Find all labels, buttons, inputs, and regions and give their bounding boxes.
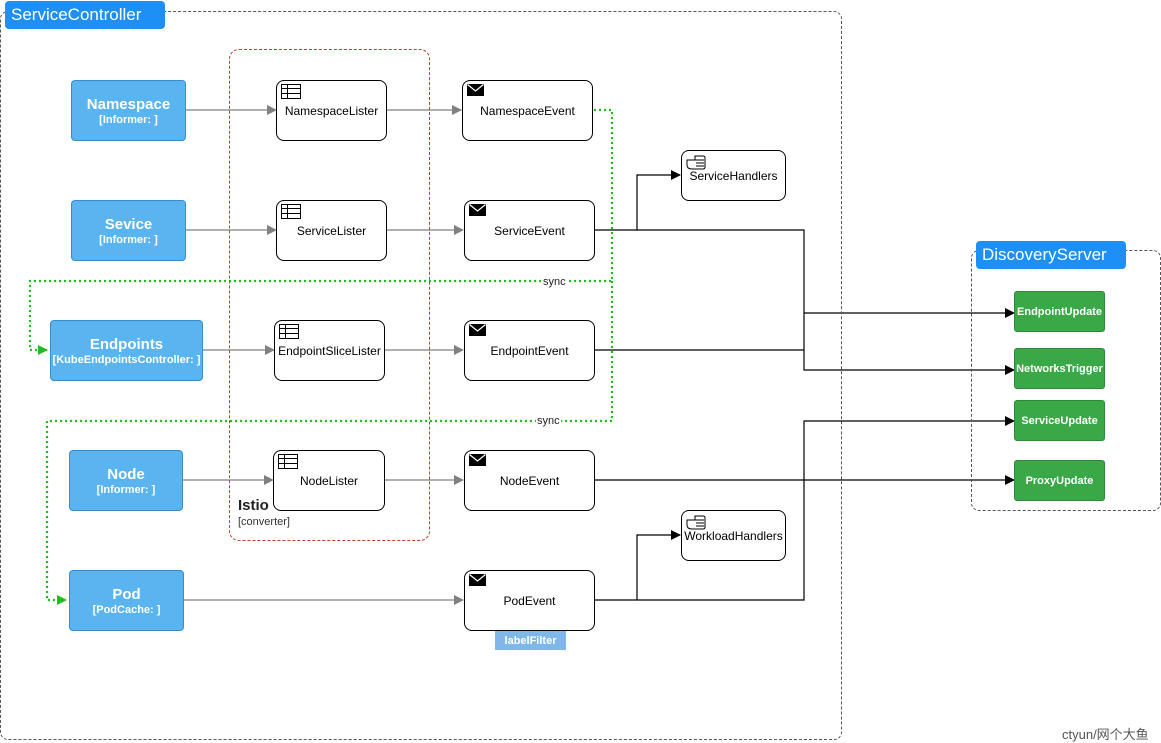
source-name: Namespace bbox=[86, 95, 171, 113]
label-filter-tag: labelFilter bbox=[495, 631, 566, 650]
service-controller-title: ServiceController bbox=[5, 1, 165, 29]
istio-title: Istio bbox=[238, 497, 269, 514]
source-type: [Informer: ] bbox=[99, 113, 158, 126]
source-to-lister-arrows bbox=[183, 105, 464, 605]
endpoints-controller[interactable]: Endpoints [KubeEndpointsController: ] bbox=[50, 320, 203, 381]
source-type: [PodCache: ] bbox=[92, 603, 161, 616]
envelope-icon bbox=[467, 84, 484, 96]
service-controller-frame bbox=[0, 11, 842, 740]
pod-cache[interactable]: Pod [PodCache: ] bbox=[69, 570, 184, 631]
source-type: [Informer: ] bbox=[96, 483, 156, 496]
namespace-lister[interactable]: NamespaceLister bbox=[276, 80, 387, 141]
pod-event[interactable]: PodEvent bbox=[464, 570, 595, 631]
node-event[interactable]: NodeEvent bbox=[464, 450, 595, 511]
lister-label: NamespaceLister bbox=[284, 103, 379, 118]
table-icon bbox=[279, 324, 299, 339]
handler-label: ServiceHandlers bbox=[689, 168, 778, 183]
endpoint-slice-lister[interactable]: EndpointSliceLister bbox=[274, 320, 385, 381]
source-name: Sevice bbox=[104, 215, 153, 233]
workload-handlers[interactable]: WorkloadHandlers bbox=[681, 510, 786, 561]
sync-lines bbox=[28, 108, 614, 605]
source-type: [KubeEndpointsController: ] bbox=[52, 353, 201, 366]
envelope-icon bbox=[469, 454, 486, 466]
envelope-icon bbox=[469, 574, 486, 586]
lister-label: NodeLister bbox=[299, 473, 359, 488]
source-type: [Informer: ] bbox=[99, 233, 158, 246]
lister-to-event-arrows bbox=[385, 105, 464, 485]
lister-label: EndpointSliceLister bbox=[278, 343, 381, 358]
service-update[interactable]: ServiceUpdate bbox=[1014, 400, 1105, 441]
namespace-informer[interactable]: Namespace [Informer: ] bbox=[71, 80, 186, 141]
event-label: PodEvent bbox=[503, 593, 556, 608]
node-informer[interactable]: Node [Informer: ] bbox=[69, 450, 183, 511]
service-lister[interactable]: ServiceLister bbox=[276, 200, 387, 261]
source-name: Endpoints bbox=[89, 335, 164, 353]
event-label: NodeEvent bbox=[499, 473, 560, 488]
table-icon bbox=[281, 204, 301, 219]
sync-label: sync bbox=[536, 415, 561, 427]
namespace-event[interactable]: NamespaceEvent bbox=[462, 80, 593, 141]
watermark: ctyun/网个大鱼 bbox=[1062, 727, 1149, 742]
istio-converter-frame bbox=[229, 49, 430, 541]
networks-trigger[interactable]: NetworksTrigger bbox=[1014, 348, 1105, 389]
event-label: ServiceEvent bbox=[494, 223, 565, 238]
hand-icon bbox=[686, 155, 706, 170]
source-name: Node bbox=[107, 465, 145, 483]
discovery-server-title: DiscoveryServer bbox=[976, 241, 1126, 269]
table-icon bbox=[281, 84, 301, 99]
lister-label: ServiceLister bbox=[296, 223, 367, 238]
endpoint-event[interactable]: EndpointEvent bbox=[464, 320, 595, 381]
table-icon bbox=[278, 454, 298, 469]
sync-label: sync bbox=[542, 276, 567, 288]
envelope-icon bbox=[469, 204, 486, 216]
service-event[interactable]: ServiceEvent bbox=[464, 200, 595, 261]
proxy-update[interactable]: ProxyUpdate bbox=[1014, 460, 1105, 501]
service-informer[interactable]: Sevice [Informer: ] bbox=[71, 200, 186, 261]
istio-subtitle: [converter] bbox=[238, 516, 290, 528]
node-lister[interactable]: NodeLister bbox=[273, 450, 385, 511]
service-handlers[interactable]: ServiceHandlers bbox=[681, 150, 786, 201]
event-to-update-wires bbox=[595, 170, 1015, 601]
event-label: EndpointEvent bbox=[490, 343, 569, 358]
event-label: NamespaceEvent bbox=[480, 103, 575, 118]
endpoint-update[interactable]: EndpointUpdate bbox=[1014, 291, 1105, 332]
source-name: Pod bbox=[112, 585, 141, 603]
hand-icon bbox=[686, 515, 706, 530]
envelope-icon bbox=[469, 324, 486, 336]
handler-label: WorkloadHandlers bbox=[684, 528, 783, 543]
